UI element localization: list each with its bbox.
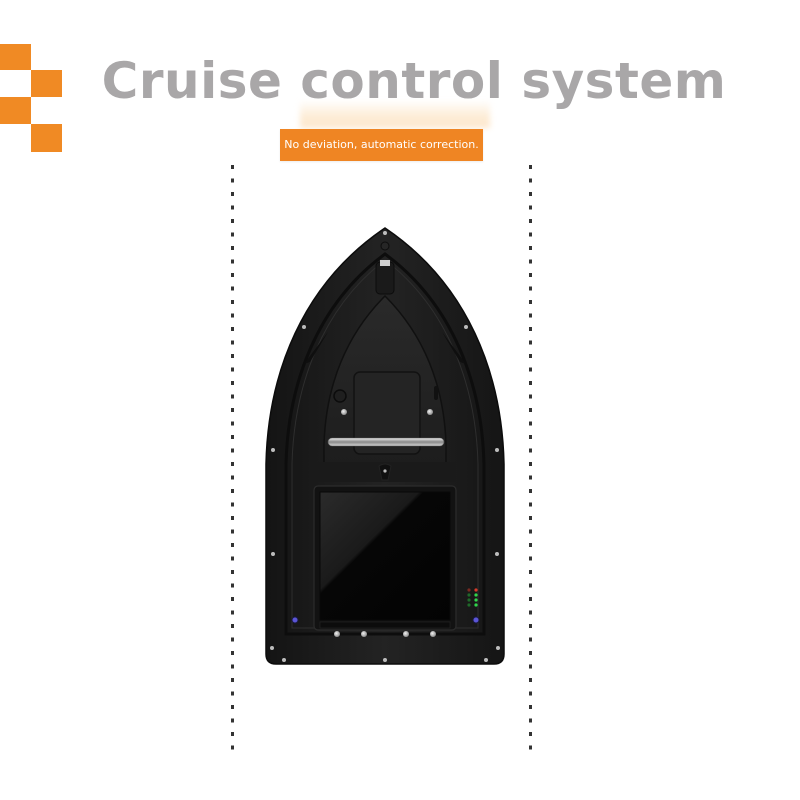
deco-square (31, 124, 62, 152)
deco-square (31, 70, 62, 97)
bait-boat-illustration (265, 227, 505, 665)
deco-square (0, 97, 31, 124)
lane-line-left (231, 165, 234, 755)
subtitle-badge: No deviation, automatic correction. (280, 129, 483, 161)
status-led-indicator (467, 588, 478, 607)
deco-square (0, 44, 31, 70)
title-glow (300, 100, 490, 128)
lane-line-right (529, 165, 532, 755)
